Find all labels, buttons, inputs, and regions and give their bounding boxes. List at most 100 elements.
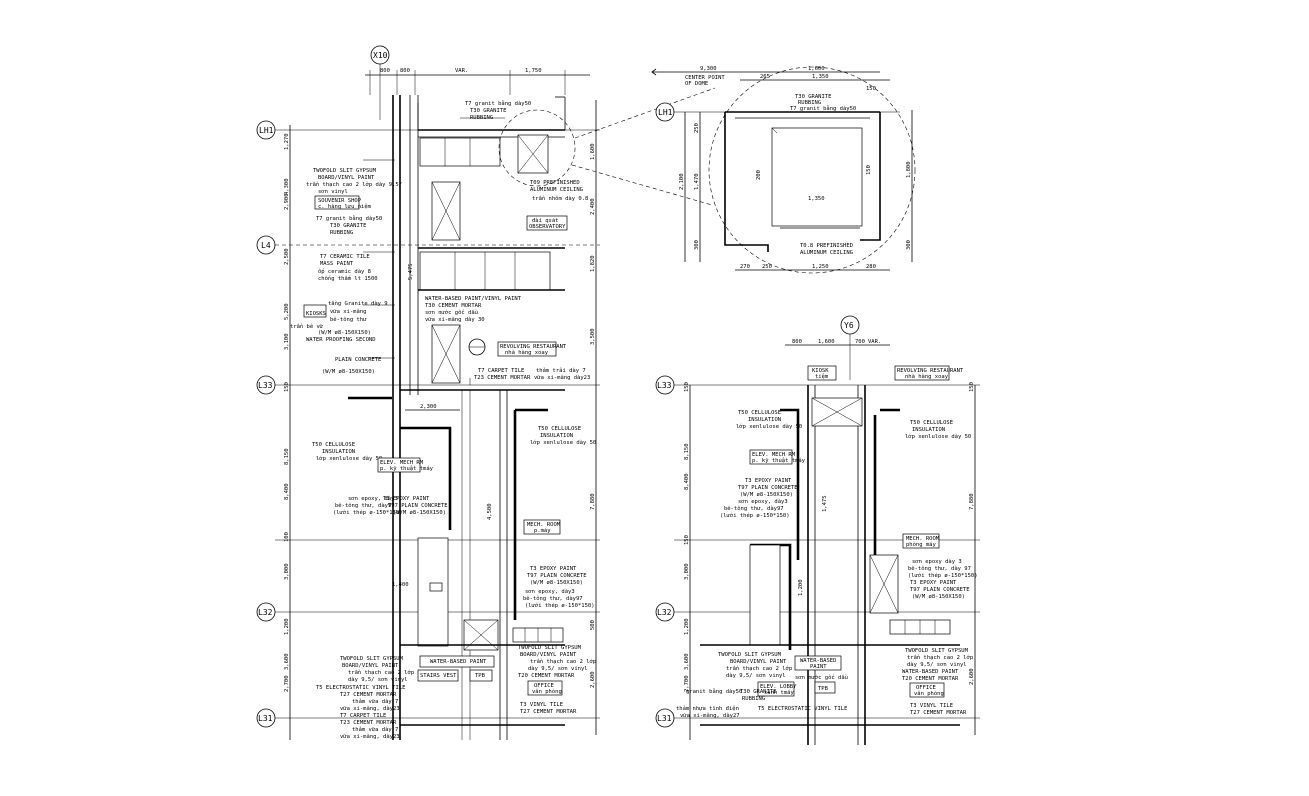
dim-rm1200: 1,200 [798,579,804,596]
note: lớp xenlulose dày 50 [736,423,802,430]
room-label-stairs-vest: STAIRS VEST. [420,673,460,679]
dim-r1600: 1,600 [818,339,835,345]
note: bê-tông thư, dày 97 [908,565,971,572]
level-tag-lh1-detail-label: LH1 [658,108,673,117]
note: (lưới thép ø-150*150) [333,509,403,516]
note: INSULATION [748,417,781,423]
dim-r700: 700 [855,339,865,345]
dim-b270: 270 [740,264,750,270]
note: T23 CEMENT MORTAR [474,375,531,381]
level-tag-l32-label: L32 [258,608,273,617]
note: tầng Granite dày 9 [328,300,388,307]
dim-m5475: 5,475 [408,263,414,280]
dim-r500: 500 [590,620,596,630]
note: dày 9,5/ sơn vinyl [528,665,588,672]
note: T7 CARPET TILE [340,713,386,719]
dim-r800: 800 [792,339,802,345]
dim-inner-200: 200 [756,170,762,180]
note: RUBBING [798,100,821,106]
room-label-office: OFFICE [534,683,554,689]
dome-outline-circle [708,66,916,274]
note: chống thấm lt 1500 [318,275,378,282]
note: bê-tông thư, dày97 [724,505,784,512]
note: (W/M ø8-150X150) [740,492,793,498]
note: T97 PLAIN CONCRETE [910,587,970,593]
dim-inner-1350: 1,350 [808,196,825,202]
level-tag-lh1-label: LH1 [259,126,274,135]
note: BOARD/VINYL PAINT [730,659,787,665]
room-label-kiosk: KIOSK [812,368,829,374]
room-label-kiosks: KIOSKS [306,311,326,317]
note: sảnh tmáy [764,689,794,696]
note: dày 9,5/ sơn vinyl [726,672,786,679]
dim-var: VAR. [455,68,468,74]
note: p. kỹ thuật tmáy [380,465,434,472]
dim-v8400: 8,400 [284,483,290,500]
room-label-elev-mech-right: ELEV. MECH RM [752,452,796,458]
dim-m1400: 1,400 [392,582,409,588]
dim-rv3600: 3,600 [684,653,690,670]
dim-v2100: 2,100 [679,173,685,190]
note: T23 CEMENT MORTAR [340,720,397,726]
note: thảm vữa dày 7 [352,698,398,705]
note: T20 CEMENT MORTAR [518,673,575,679]
note: vữa xi-măng [330,309,366,315]
note: vữa xi-măng dày 30 [425,316,485,323]
note: sơn epoxy, dày3 [738,498,788,505]
note: (lưới thép ø-150*150) [525,602,595,609]
grid-tag-x10-label: X10 [373,51,388,60]
note: sơn epoxy dày 3 [912,558,962,565]
note: WATER-BASED PAINT [902,669,959,675]
note: bê-tông thư [330,316,367,323]
note: INSULATION [322,449,355,455]
room-label-elev-lobby: ELEV. LOBBY [760,684,797,690]
note: MASS PAINT [320,261,354,267]
dim-r3500: 3,500 [590,328,596,345]
note: T20 CEMENT MORTAR [902,676,959,682]
note: trần thạch cao 2 lớp [907,654,973,661]
note: sơn nước gốc dầu [425,309,478,316]
note: RUBBING [742,696,765,702]
room-label-mech-room: MECH. ROOM [527,522,561,528]
dim-rv150: 150 [684,382,690,392]
note: c. hàng lưu niệm [318,203,372,210]
room-label-souvenir: SOUVENIR SHOP [318,198,362,204]
note: TWOFOLD SLIT GYPSUM [518,645,582,651]
note: T3 EPOXY PAINT [383,496,430,502]
dim-rr150: 150 [969,382,975,392]
dim-v2500: 2,500 [284,248,290,265]
dim-rv150b: 150 [684,535,690,545]
dim-v150a: 150 [284,382,290,392]
note: TPB [475,673,486,679]
note: nhà hàng xoay [905,373,949,380]
left-section: X10 800 800 VAR. 1,750 LH1 L4 L33 L32 L3… [256,45,716,740]
dim-b250: 250 [762,264,772,270]
level-tag-l32-right-label: L32 [657,608,672,617]
note: TPB [818,686,829,692]
note: T30 GRANITE [330,223,366,229]
dim-m2300: 2,300 [420,404,437,410]
note: T5 ELECTROSTATIC VINYL TILE [758,706,847,712]
note: văn phòng [532,688,562,695]
note: trần bê vữ [290,323,324,330]
note: p.máy [534,527,551,534]
note: trần thạch cao 2 lớp dày 9,5/ [306,181,402,188]
note: T50 CELLULOSE [538,426,581,432]
note: T3 VINYL TILE [910,703,953,709]
dim-r1800: 1,800 [906,161,912,178]
elevator-car [417,537,449,647]
level-tag-l31-label: L31 [258,714,273,723]
note: T27 CEMENT MORTAR [910,710,967,716]
level-tag-l4-label: L4 [261,241,271,250]
note: T5 ELECTROSTATIC VINYL TILE [316,685,405,691]
note: dày 9,5/ sơn vinyl [907,661,967,668]
dim-r1600: 1,600 [590,143,596,160]
dim-9300: 9,300 [700,66,717,72]
note: T7 CERAMIC TILE [320,254,370,260]
note: T0.8 PREFINISHED [800,243,853,249]
note: ALUMINUM CEILING [800,250,853,256]
note: PAINT [810,664,827,670]
note: văn phòng [914,690,944,697]
right-elevator-car [749,544,781,646]
room-label-revolving-restaurant: REVOLVING RESTAURANT [500,344,567,350]
